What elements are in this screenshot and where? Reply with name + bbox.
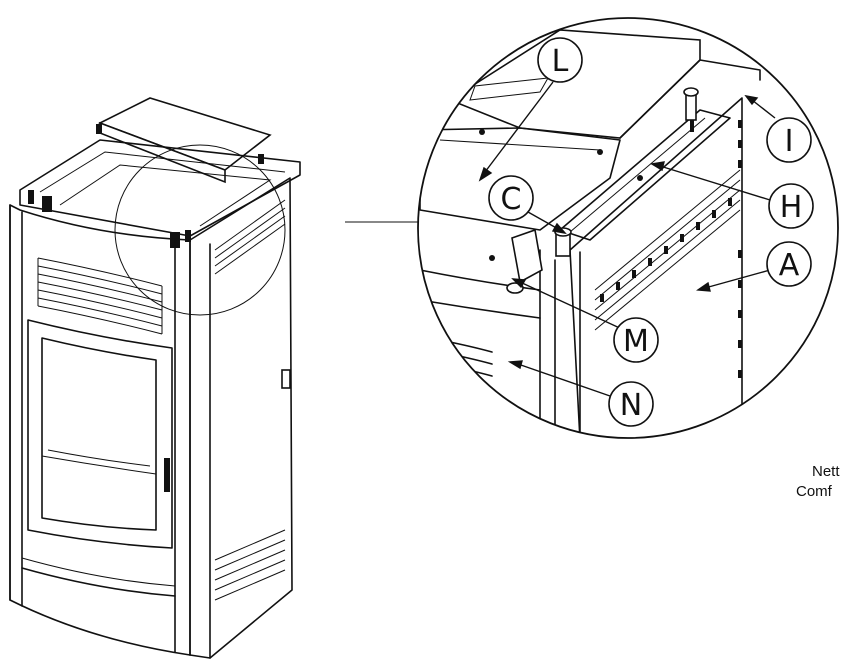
callout-C: C — [488, 175, 534, 221]
callout-H: H — [768, 183, 814, 229]
callout-M-label: M — [623, 324, 649, 359]
caption-line-1: Nett — [812, 463, 840, 480]
caption-line-2: Comf — [796, 483, 832, 500]
zoom-source-circle — [114, 144, 286, 316]
callout-N-label: N — [620, 388, 642, 423]
callout-leaders — [478, 81, 776, 397]
detail-view — [418, 18, 838, 438]
callout-N: N — [608, 381, 654, 427]
callout-A-label: A — [779, 248, 800, 283]
callout-I: I — [766, 117, 812, 163]
callout-I-label: I — [785, 124, 794, 159]
callout-L: L — [537, 37, 583, 83]
callout-A: A — [766, 241, 812, 287]
cropped-caption: Nett Comf — [796, 462, 856, 502]
callout-C-label: C — [501, 182, 522, 217]
detail-circle — [417, 17, 839, 439]
callout-H-label: H — [780, 190, 803, 225]
callout-M: M — [613, 317, 659, 363]
stove-body — [9, 97, 301, 659]
callout-L-label: L — [552, 44, 569, 79]
